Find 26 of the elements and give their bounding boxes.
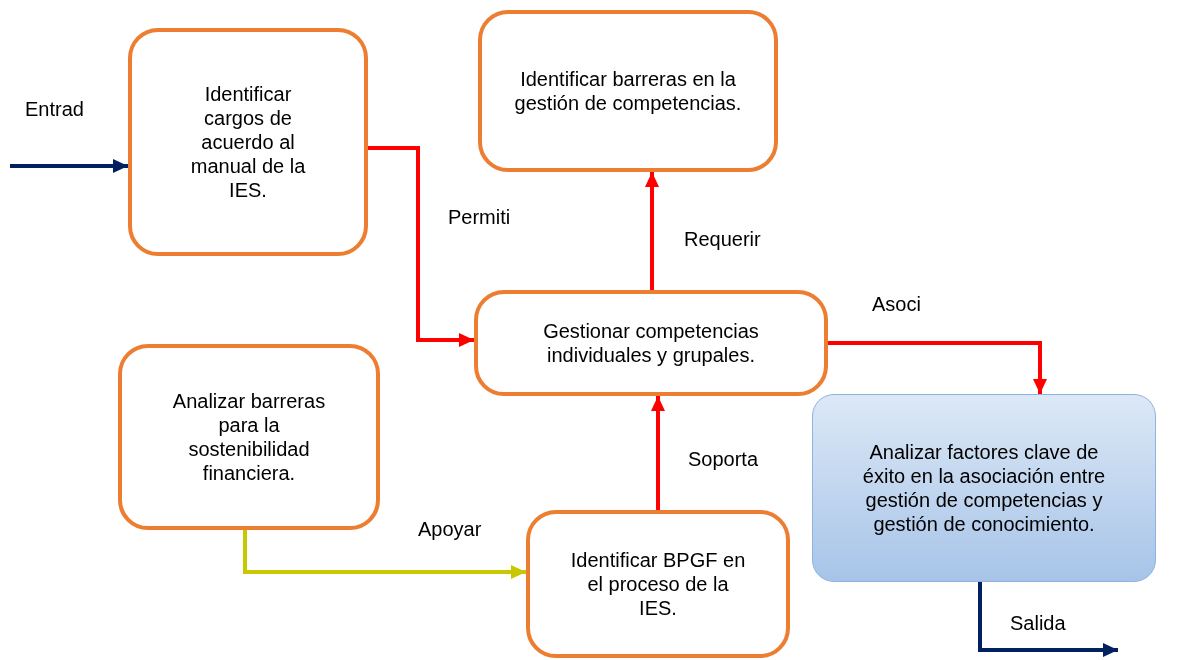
arrow (651, 396, 665, 510)
edge-label: Apoyar (418, 518, 482, 541)
arrow (978, 582, 1118, 657)
edge-label: Permiti (448, 206, 511, 229)
arrow (243, 530, 526, 579)
arrow (368, 146, 474, 347)
edge-label: Asoci (872, 293, 921, 316)
arrow (645, 172, 659, 290)
process-box (478, 10, 778, 172)
edge-label: Salida (1010, 612, 1066, 635)
arrow (10, 159, 128, 173)
arrow (828, 341, 1047, 394)
edge-label: Entrad (25, 98, 84, 121)
edge-label: Soporta (688, 448, 759, 471)
node-text: Analizar factores clave de éxito en la asociación entre gestión de competencias y gestión de conocimiento. (861, 440, 1107, 536)
process-box (128, 28, 368, 256)
output-box (812, 394, 1156, 582)
node-text: Analizar barreras para la sostenibilidad financiera. (171, 389, 327, 485)
process-box (526, 510, 790, 658)
process-box (474, 290, 828, 396)
node-text: Identificar barreras en la gestión de competencias. (513, 67, 743, 115)
node-text: Identificar BPGF en el proceso de la IES. (570, 548, 746, 620)
node-text: Gestionar competencias individuales y grupales. (542, 319, 760, 367)
node-text: Identificar cargos de acuerdo al manual de la IES. (189, 82, 307, 202)
process-box (118, 344, 380, 530)
edge-label: Requerir (684, 228, 761, 251)
